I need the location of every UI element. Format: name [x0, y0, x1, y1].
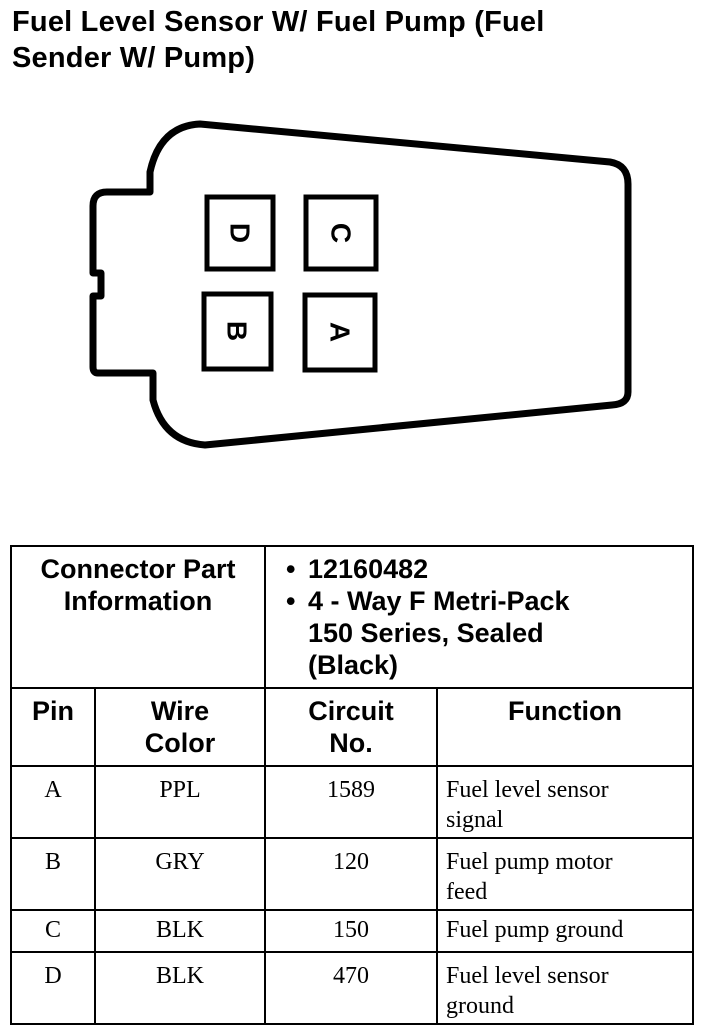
header-function: Function — [435, 687, 695, 767]
cell-function-line-1: Fuel level sensor — [446, 963, 609, 989]
cell-pin: C — [10, 909, 96, 953]
title-line-1: Fuel Level Sensor W/ Fuel Pump (Fuel — [12, 6, 545, 38]
header-circuit-no: Circuit No. — [264, 687, 438, 767]
header-pin: Pin — [10, 687, 96, 767]
header-circuit-line-1: Circuit — [308, 696, 394, 726]
header-wire-color: Wire Color — [94, 687, 266, 767]
table-row: D BLK 470 Fuel level sensor ground — [10, 951, 695, 1025]
pin-label-d: D — [225, 223, 256, 243]
cell-function-line-2: ground — [446, 993, 514, 1019]
pin-cavity-b — [201, 291, 274, 372]
pin-cavity-a — [302, 292, 378, 373]
cell-function: Fuel pump ground — [435, 909, 695, 953]
cell-pin: A — [10, 765, 96, 839]
part-info-row: Connector Part Information 12160482 4 - … — [10, 545, 695, 689]
cell-function-line-2: signal — [446, 807, 504, 833]
part-number: 12160482 — [286, 553, 692, 585]
table-header-row: Pin Wire Color Circuit No. Function — [10, 687, 695, 767]
table-row: B GRY 120 Fuel pump motor feed — [10, 837, 695, 911]
cell-wire-color: PPL — [94, 765, 266, 839]
part-description-line-2: 150 Series, Sealed — [308, 618, 544, 648]
part-description-line-3: (Black) — [308, 650, 399, 680]
pin-cavity-d — [204, 194, 276, 272]
connector-pinout-table: Connector Part Information 12160482 4 - … — [10, 545, 695, 1025]
cell-function: Fuel pump motor feed — [435, 837, 695, 911]
connector-housing-outline — [89, 120, 632, 449]
title-line-2: Sender W/ Pump) — [12, 42, 256, 74]
header-function-label: Function — [508, 696, 622, 726]
pin-label-a: A — [325, 322, 356, 342]
cell-function-line-1: Fuel level sensor — [446, 777, 609, 803]
cell-wire-color: GRY — [94, 837, 266, 911]
pin-label-b: B — [222, 321, 253, 341]
cell-circuit: 120 — [264, 837, 438, 911]
connector-face-diagram: D C B A — [89, 120, 632, 449]
part-info-label-line-2: Information — [63, 586, 213, 616]
cell-pin: D — [10, 951, 96, 1025]
part-info-label: Connector Part Information — [10, 545, 266, 689]
cell-circuit: 150 — [264, 909, 438, 953]
cell-wire-color: BLK — [94, 951, 266, 1025]
cell-circuit: 470 — [264, 951, 438, 1025]
header-pin-label: Pin — [31, 696, 74, 726]
pin-label-c: C — [326, 223, 357, 243]
table-row: A PPL 1589 Fuel level sensor signal — [10, 765, 695, 839]
pin-cavity-c — [303, 194, 379, 272]
header-circuit-line-2: No. — [329, 728, 373, 758]
header-wire-line-2: Color — [144, 728, 216, 758]
cell-function-line-1: Fuel pump ground — [446, 917, 624, 943]
cell-function: Fuel level sensor ground — [435, 951, 695, 1025]
cell-pin: B — [10, 837, 96, 911]
diagram-title: Fuel Level Sensor W/ Fuel Pump (Fuel Sen… — [12, 4, 692, 76]
table-row: C BLK 150 Fuel pump ground — [10, 909, 695, 953]
cell-function: Fuel level sensor signal — [435, 765, 695, 839]
cell-function-line-1: Fuel pump motor — [446, 849, 613, 875]
header-wire-line-1: Wire — [150, 696, 210, 726]
part-description-line-1: 4 - Way F Metri-Pack — [286, 585, 692, 617]
cell-wire-color: BLK — [94, 909, 266, 953]
cell-circuit: 1589 — [264, 765, 438, 839]
part-info-details: 12160482 4 - Way F Metri-Pack 150 Series… — [263, 545, 695, 689]
cell-function-line-2: feed — [446, 879, 488, 905]
part-info-label-line-1: Connector Part — [40, 554, 236, 584]
